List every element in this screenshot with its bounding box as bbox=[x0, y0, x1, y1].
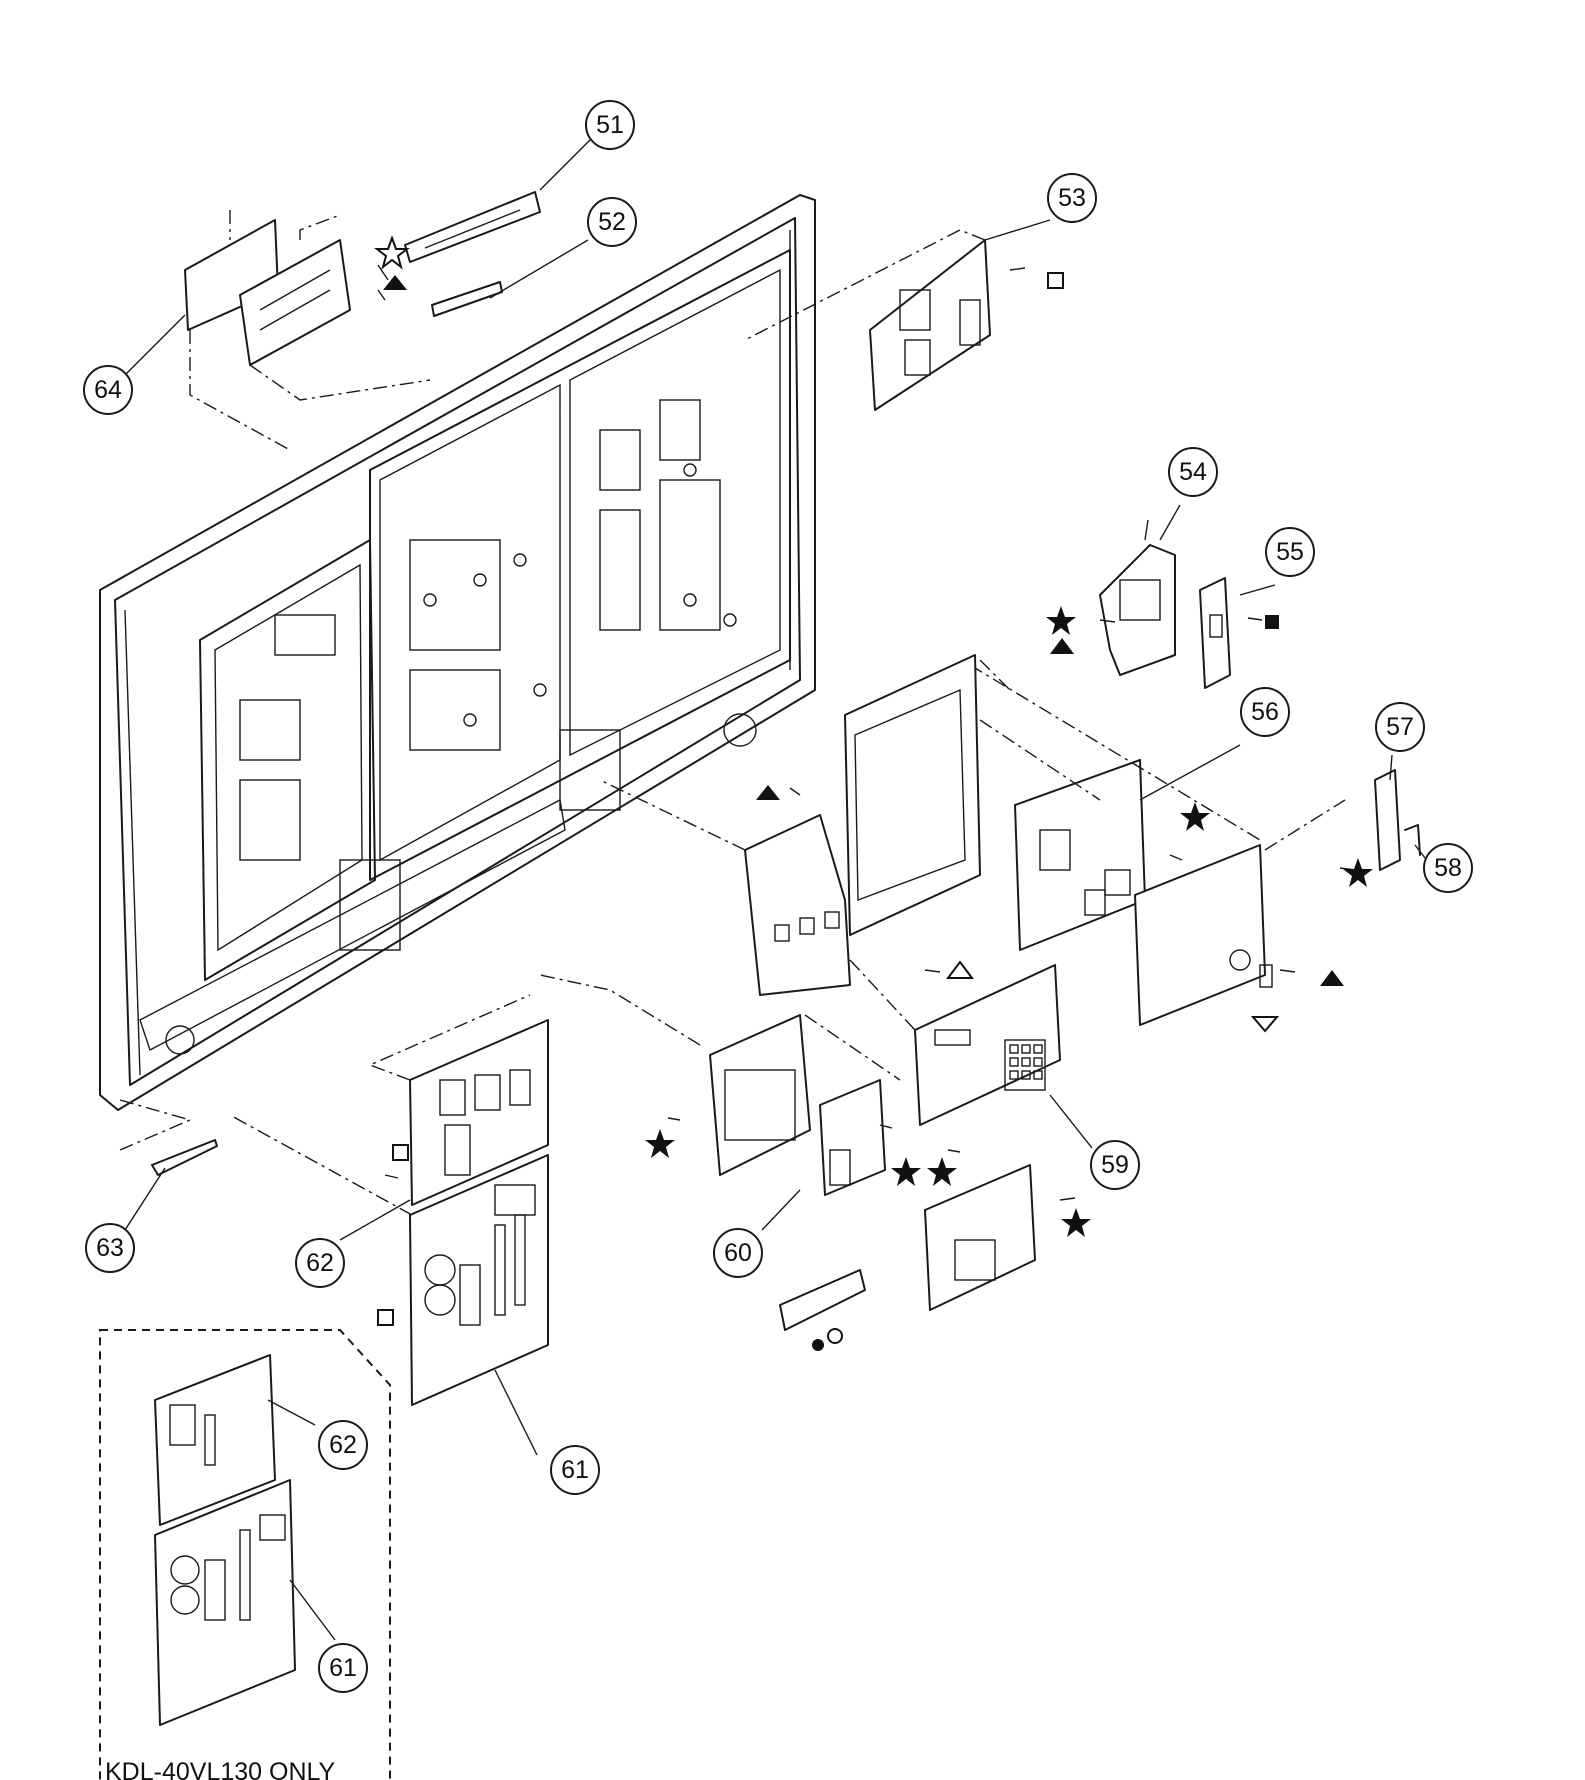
svg-text:61: 61 bbox=[561, 1456, 589, 1484]
part-52-small-bracket bbox=[431, 281, 503, 317]
callout-55: 55 bbox=[1265, 527, 1315, 577]
callout-62: 62 bbox=[295, 1238, 345, 1288]
filled-star-icon bbox=[1180, 802, 1210, 831]
filled-star-icon bbox=[1343, 858, 1373, 887]
callout-61: 61 bbox=[550, 1445, 600, 1495]
svg-text:56: 56 bbox=[1251, 698, 1279, 726]
svg-text:62: 62 bbox=[306, 1249, 334, 1277]
callout-52: 52 bbox=[587, 197, 637, 247]
part-58-clip bbox=[1404, 824, 1421, 856]
part-62-board bbox=[368, 994, 549, 1206]
part-54-bracket bbox=[1099, 519, 1176, 676]
filled-triangle-icon bbox=[383, 275, 407, 290]
part-64-board bbox=[184, 210, 431, 451]
outline-square-icon bbox=[392, 1144, 409, 1161]
filled-star-icon bbox=[891, 1157, 921, 1186]
callout-59: 59 bbox=[1090, 1140, 1140, 1190]
part-55-small-board bbox=[1199, 577, 1263, 689]
fastener-symbols bbox=[374, 235, 1373, 1326]
part-60-assembly bbox=[539, 974, 901, 1351]
callout-56: 56 bbox=[1240, 687, 1290, 737]
filled-star-icon bbox=[1046, 606, 1076, 635]
part-51-bracket bbox=[404, 191, 541, 263]
svg-text:51: 51 bbox=[596, 111, 624, 139]
filled-star-icon bbox=[645, 1129, 675, 1158]
inset-callout-62: 62 bbox=[318, 1420, 368, 1470]
callout-63: 63 bbox=[85, 1223, 135, 1273]
outline-square-icon bbox=[377, 1309, 394, 1326]
filled-triangle-icon bbox=[1320, 970, 1344, 986]
inset-callout-61: 61 bbox=[318, 1643, 368, 1693]
svg-text:57: 57 bbox=[1386, 713, 1414, 741]
outline-star-icon bbox=[374, 235, 410, 270]
callout-51: 51 bbox=[585, 100, 635, 150]
filled-square-icon bbox=[1265, 615, 1279, 629]
filled-triangle-icon bbox=[756, 785, 780, 800]
shield-plate-right bbox=[969, 664, 1346, 1026]
callout-58: 58 bbox=[1423, 843, 1473, 893]
inset-box: KDL-40VL130 ONLY bbox=[99, 1329, 391, 1780]
svg-text:63: 63 bbox=[96, 1234, 124, 1262]
tv-rear-chassis bbox=[99, 194, 816, 1111]
outline-triangle-down-icon bbox=[1250, 1016, 1280, 1033]
part-59-board bbox=[849, 959, 1061, 1126]
filled-triangle-icon bbox=[1050, 638, 1074, 654]
part-53-board bbox=[744, 229, 1026, 411]
part-56-main-board bbox=[1014, 759, 1146, 951]
part-63-clip bbox=[119, 1099, 218, 1176]
svg-text:62: 62 bbox=[329, 1431, 357, 1459]
part-57-bracket bbox=[1374, 769, 1401, 871]
svg-text:53: 53 bbox=[1058, 184, 1086, 212]
svg-text:54: 54 bbox=[1179, 458, 1207, 486]
callout-64: 64 bbox=[83, 365, 133, 415]
callout-53: 53 bbox=[1047, 173, 1097, 223]
filled-star-icon bbox=[1061, 1208, 1091, 1237]
callout-54: 54 bbox=[1168, 447, 1218, 497]
callout-57: 57 bbox=[1375, 702, 1425, 752]
svg-text:60: 60 bbox=[724, 1239, 752, 1267]
svg-text:64: 64 bbox=[94, 376, 122, 404]
svg-text:59: 59 bbox=[1101, 1151, 1129, 1179]
svg-text:55: 55 bbox=[1276, 538, 1304, 566]
part-61-board bbox=[229, 1114, 549, 1406]
callouts: 51 52 53 54 55 56 57 58 59 60 61 62 63 6… bbox=[83, 100, 1473, 1693]
inset-note: KDL-40VL130 ONLY bbox=[105, 1758, 336, 1780]
bottom-shield-plate bbox=[924, 1164, 1076, 1311]
svg-text:61: 61 bbox=[329, 1654, 357, 1682]
outline-triangle-icon bbox=[946, 960, 974, 979]
filled-star-icon bbox=[927, 1157, 957, 1186]
callout-60: 60 bbox=[713, 1228, 763, 1278]
outline-square-icon bbox=[1047, 272, 1064, 289]
mid-chassis-assembly bbox=[599, 654, 1101, 996]
svg-text:52: 52 bbox=[598, 208, 626, 236]
callout-leaders bbox=[124, 139, 1426, 1456]
svg-text:58: 58 bbox=[1434, 854, 1462, 882]
